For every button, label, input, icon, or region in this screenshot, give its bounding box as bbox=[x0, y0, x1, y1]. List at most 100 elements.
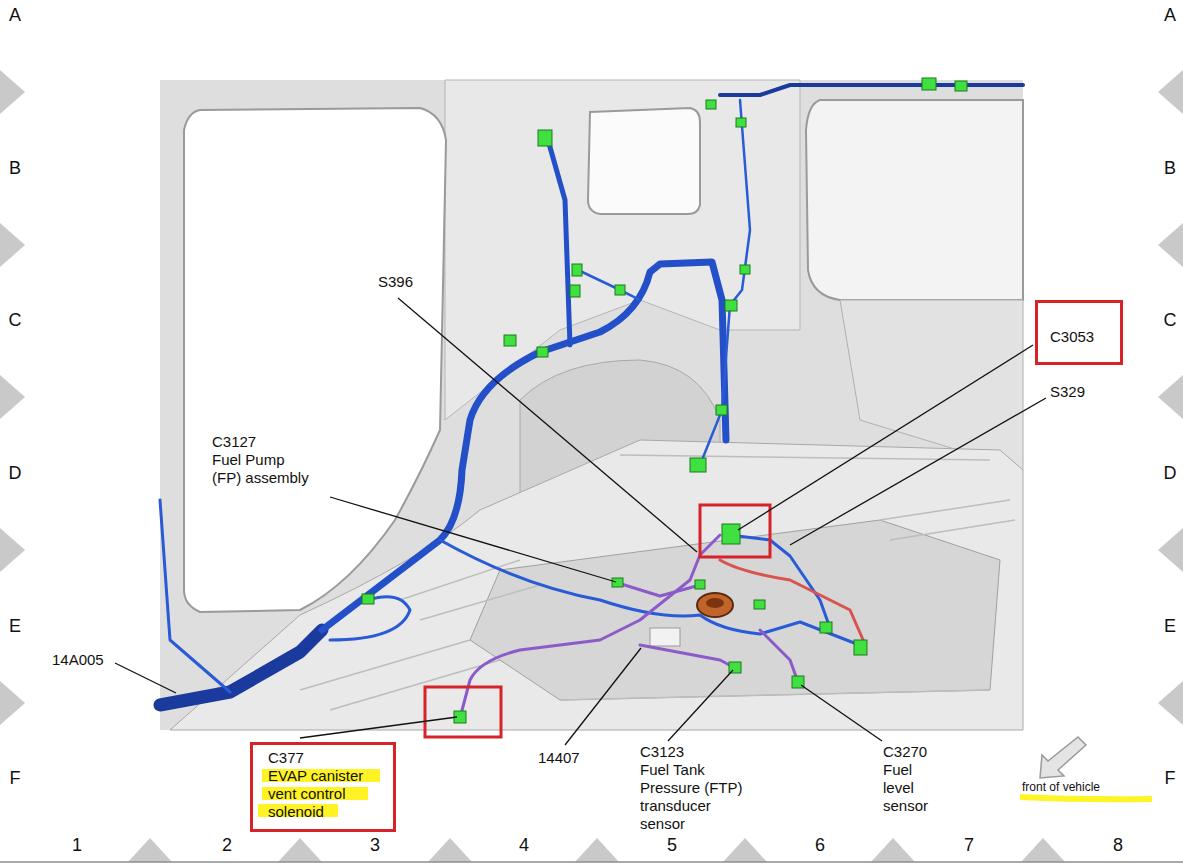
grid-number: 2 bbox=[222, 834, 232, 856]
callout-box: C377EVAP canister vent control solenoid bbox=[250, 742, 396, 832]
connector-symbol bbox=[504, 335, 516, 346]
frame-rule bbox=[0, 861, 1183, 863]
label-anchor: B bbox=[1164, 157, 1176, 179]
grid-letter: C bbox=[1164, 309, 1177, 331]
connector-symbol bbox=[716, 405, 727, 415]
label-anchor: C bbox=[9, 309, 22, 331]
label-anchor: 6 bbox=[815, 834, 825, 856]
connector-symbol bbox=[538, 130, 552, 146]
harness-id: 14407 bbox=[538, 749, 580, 767]
connector-symbol bbox=[706, 100, 716, 109]
grid-number: 6 bbox=[815, 834, 825, 856]
grid-triangle bbox=[428, 838, 472, 862]
highlight-mark bbox=[1020, 794, 1152, 802]
wiring-harness bbox=[730, 535, 830, 628]
leader-line bbox=[398, 298, 697, 552]
connector-symbol bbox=[612, 578, 623, 587]
grid-triangle bbox=[1158, 528, 1183, 572]
grid-letter: E bbox=[9, 615, 21, 637]
label-anchor: 4 bbox=[519, 834, 529, 856]
connector-symbol bbox=[922, 78, 936, 90]
label-anchor: B bbox=[9, 157, 21, 179]
connector-symbol bbox=[854, 640, 867, 655]
connector-symbol bbox=[736, 118, 746, 127]
grid-number: 8 bbox=[1113, 834, 1123, 856]
part-name: EVAP canister vent control solenoid bbox=[268, 767, 384, 821]
wiring-harness bbox=[618, 583, 700, 596]
connector-symbol bbox=[820, 622, 832, 633]
grid-letter: E bbox=[1164, 615, 1176, 637]
wiring-harness bbox=[160, 500, 230, 692]
grid-letter: C bbox=[9, 309, 22, 331]
connector-id: C377 bbox=[268, 749, 393, 767]
label-anchor: A bbox=[1164, 4, 1176, 26]
label-anchor: C3123 bbox=[640, 743, 684, 761]
vehicle-body bbox=[560, 690, 990, 700]
label-anchor: 3 bbox=[370, 834, 380, 856]
label-anchor: Fuel level sensor bbox=[883, 761, 937, 815]
connector-symbol bbox=[572, 264, 582, 276]
connector-id: C3053 bbox=[1050, 328, 1120, 346]
grid-triangle bbox=[1158, 681, 1183, 725]
grid-number: 1 bbox=[72, 834, 82, 856]
wiring-harness bbox=[322, 262, 726, 630]
grid-letter: B bbox=[1164, 157, 1176, 179]
wiring-harness bbox=[460, 535, 720, 718]
locator-box bbox=[425, 505, 770, 737]
vehicle-body bbox=[300, 455, 1015, 710]
grid-triangle bbox=[575, 838, 619, 862]
label-anchor: D bbox=[1164, 462, 1177, 484]
leader-line bbox=[790, 398, 1046, 545]
connector-id: C3127 bbox=[212, 433, 256, 451]
connector-symbol bbox=[690, 458, 706, 472]
leader-line bbox=[330, 497, 616, 582]
grid-letter: F bbox=[1165, 767, 1176, 789]
connector-symbol bbox=[722, 524, 740, 544]
leader-line bbox=[300, 717, 457, 738]
connector-symbol bbox=[955, 81, 967, 91]
grid-triangle bbox=[723, 838, 767, 862]
grid-letter: A bbox=[9, 4, 21, 26]
label-anchor: F bbox=[10, 767, 21, 789]
connector-id: C3123 bbox=[640, 743, 684, 761]
connector-symbol bbox=[362, 594, 374, 604]
vehicle-body bbox=[184, 108, 446, 612]
grid-triangle bbox=[128, 838, 172, 862]
grid-letter: D bbox=[9, 462, 22, 484]
label-anchor: E bbox=[1164, 615, 1176, 637]
wiring-harness bbox=[548, 140, 570, 345]
grid-triangle bbox=[1021, 838, 1065, 862]
label-anchor: 7 bbox=[964, 834, 974, 856]
connector-symbol bbox=[615, 285, 625, 295]
wiring-harness bbox=[440, 540, 862, 646]
label-anchor: Fuel Tank Pressure (FTP) transducer sens… bbox=[640, 761, 752, 833]
leader-line bbox=[738, 345, 1033, 530]
wiring-harness bbox=[720, 560, 864, 642]
grid-number: 7 bbox=[964, 834, 974, 856]
grid-triangle bbox=[871, 838, 915, 862]
grid-triangle bbox=[0, 70, 1183, 862]
frame-rule bbox=[0, 862, 1183, 863]
vehicle-body bbox=[470, 520, 1000, 700]
label-anchor: C3270 bbox=[883, 743, 927, 761]
grid-triangle bbox=[0, 70, 25, 114]
grid-triangle bbox=[1158, 70, 1183, 114]
splice-id: S329 bbox=[1050, 383, 1085, 401]
vehicle-body bbox=[160, 80, 1023, 730]
wiring-harness bbox=[700, 100, 750, 465]
callout-box: C3053 bbox=[1035, 300, 1123, 365]
label-anchor: S396 bbox=[378, 273, 413, 291]
vehicle-body bbox=[170, 440, 1023, 730]
harness-id: 14A005 bbox=[52, 651, 104, 669]
leader-line bbox=[115, 298, 1046, 745]
vehicle-body bbox=[588, 108, 700, 214]
label-anchor: E bbox=[9, 615, 21, 637]
vehicle-body bbox=[160, 80, 1023, 730]
fuel-pump-flange bbox=[697, 593, 733, 617]
label-anchor: S329 bbox=[1050, 383, 1085, 401]
label-anchor: 8 bbox=[1113, 834, 1123, 856]
wiring-harness bbox=[160, 85, 1023, 718]
grid-letter: A bbox=[1164, 4, 1176, 26]
